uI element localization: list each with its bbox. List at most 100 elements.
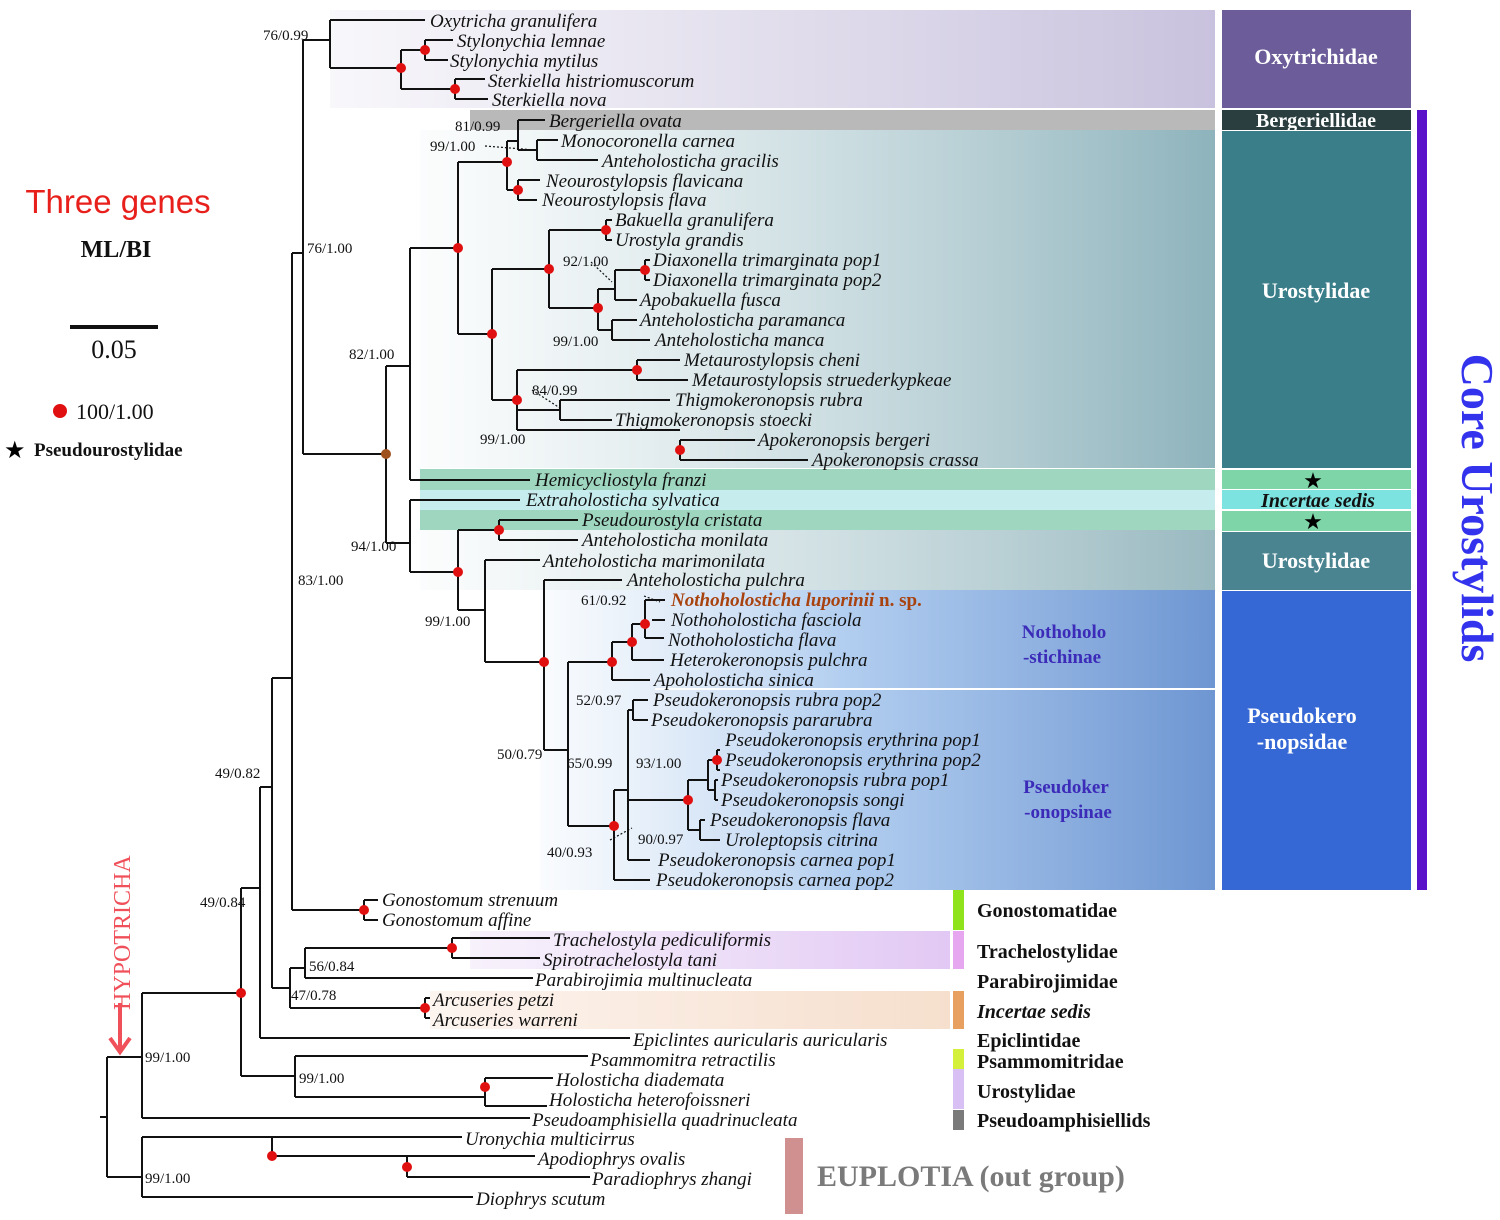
epiclintidae-label: Epiclintidae — [977, 1030, 1080, 1052]
extraholosticha-shade — [420, 490, 1215, 510]
taxon-label: Pseudokeronopsis pararubra — [650, 710, 873, 731]
taxon-label: Heterokeronopsis pulchra — [669, 650, 868, 671]
taxon-label: Apoholosticha sinica — [652, 670, 814, 691]
dot-legend-label: 100/1.00 — [76, 399, 154, 424]
star-icon: ★ — [1303, 468, 1323, 493]
taxon-label: Bakuella granulifera — [615, 210, 774, 231]
support-dot — [402, 1162, 412, 1172]
support-dots — [236, 45, 722, 1172]
star-legend-label: Pseudourostylidae — [34, 440, 183, 461]
taxon-label: Nothoholosticha luporinii n. sp. — [670, 590, 922, 611]
incertae-sedis-label: Incertae sedis — [1260, 490, 1375, 512]
support-value: 82/1.00 — [349, 347, 394, 363]
taxon-label: Parabirojimia multinucleata — [534, 970, 752, 991]
support-value: 99/1.00 — [299, 1071, 344, 1087]
support-dot — [607, 657, 617, 667]
taxon-label: Anteholosticha manca — [653, 330, 824, 351]
taxon-label: Nothoholosticha flava — [667, 630, 836, 651]
taxon-label: Pseudokeronopsis rubra pop1 — [720, 770, 949, 791]
gonostomatidae-label: Gonostomatidae — [977, 900, 1117, 922]
support-dot — [675, 445, 685, 455]
pseudourostyla-shade — [420, 510, 1215, 530]
bergeriellidae-shade — [470, 110, 1215, 130]
support-value: 50/0.79 — [497, 747, 542, 763]
hypotricha-marker: HYPOTRICHA — [108, 855, 136, 1056]
pseudoamphisiellids-label: Pseudoamphisiellids — [977, 1110, 1151, 1132]
taxon-label: Bergeriella ovata — [549, 111, 682, 132]
taxon-label: Stylonychia mytilus — [450, 51, 598, 72]
tree-branches — [100, 19, 808, 1198]
taxon-label: Anteholosticha marimonilata — [541, 551, 765, 572]
taxon-label: Pseudourostyla cristata — [581, 510, 762, 531]
support-value: 93/1.00 — [636, 756, 681, 772]
trachelostylidae-bar — [953, 931, 964, 969]
support-dot — [632, 365, 642, 375]
support-dot — [593, 303, 603, 313]
family-blocks: Oxytrichidae Bergeriellidae Urostylidae … — [1022, 10, 1500, 890]
taxon-label: Apokeronopsis crassa — [810, 450, 979, 471]
pseudokeronopsidae-shade — [540, 590, 1215, 890]
support-value: 99/1.00 — [145, 1050, 190, 1066]
taxon-label: Extraholosticha sylvatica — [525, 490, 720, 511]
support-dot — [712, 755, 722, 765]
support-value: 92/1.00 — [563, 254, 608, 270]
oxytrichidae-shade — [330, 10, 1215, 108]
taxon-label: Holosticha heterofoissneri — [548, 1090, 750, 1111]
taxon-label: Pseudokeronopsis songi — [720, 790, 904, 811]
taxon-label: Diaxonella trimarginata pop1 — [652, 250, 881, 271]
taxon-label: Pseudokeronopsis erythrina pop1 — [724, 730, 981, 751]
support-value: 99/1.00 — [430, 139, 475, 155]
support-dot — [544, 264, 554, 274]
star-icon: ★ — [4, 438, 26, 464]
support-dot — [601, 225, 611, 235]
support-dot-icon — [53, 404, 67, 418]
taxon-label: Hemicycliostyla franzi — [534, 470, 707, 491]
support-value: 40/0.93 — [547, 845, 592, 861]
incertae-sedis-lower-label: Incertae sedis — [976, 1001, 1091, 1023]
support-values: 76/0.9981/0.9999/1.0076/1.0092/1.0099/1.… — [145, 28, 684, 1187]
psammomitridae-label: Psammomitridae — [977, 1051, 1124, 1073]
support-dot — [640, 619, 650, 629]
support-dot — [447, 943, 457, 953]
support-dot — [640, 265, 650, 275]
taxon-label: Uroleptopsis citrina — [725, 830, 878, 851]
taxon-label: Anteholosticha paramanca — [638, 310, 845, 331]
urostylidae-label: Urostylidae — [1262, 278, 1371, 303]
urostylidae-shade — [420, 130, 1215, 468]
taxon-label: Thigmokeronopsis stoecki — [615, 410, 812, 431]
nothoholostichinae-label-1: Nothoholo — [1022, 622, 1106, 643]
incertae-sedis-bar — [953, 991, 964, 1029]
pseudourostylidae-star-block-1 — [1222, 470, 1411, 489]
support-value: 52/0.97 — [576, 693, 622, 709]
oxytrichidae-block — [1222, 10, 1411, 108]
taxon-label: Pseudokeronopsis flava — [709, 810, 890, 831]
taxon-label: Apobakuella fusca — [638, 290, 781, 311]
taxon-label: Anteholosticha pulchra — [625, 570, 805, 591]
legend-title: Three genes — [25, 183, 210, 220]
pseudoamphisiellids-bar — [953, 1110, 964, 1130]
hypotricha-label: HYPOTRICHA — [110, 855, 136, 1010]
pseudokeronopsidae-block — [1222, 591, 1411, 890]
support-dot — [396, 63, 406, 73]
support-dot — [513, 185, 523, 195]
support-dot — [512, 395, 522, 405]
support-dot — [502, 157, 512, 167]
taxon-label: Gonostomum strenuum — [382, 890, 558, 911]
taxon-label: Apodiophrys ovalis — [536, 1149, 685, 1170]
lower-families: Gonostomatidae Trachelostylidae Parabiro… — [785, 890, 1151, 1214]
support-dot — [683, 795, 693, 805]
support-value: 49/0.82 — [215, 766, 260, 782]
pseudokeronopsinae-label-2: -onopsinae — [1024, 802, 1112, 823]
core-urostylids-bar — [1417, 110, 1427, 890]
support-dot — [609, 821, 619, 831]
bergeriellidae-block — [1222, 110, 1411, 130]
pseudokeronopsinae-label-1: Pseudoker — [1023, 777, 1109, 798]
support-value: 94/1.00 — [351, 539, 396, 555]
taxon-label: Holosticha diademata — [555, 1070, 724, 1091]
taxon-label: Monocoronella carnea — [560, 131, 735, 152]
euplotia-label: EUPLOTIA (out group) — [817, 1160, 1125, 1193]
support-dot — [267, 1151, 277, 1161]
support-value: 99/1.00 — [425, 614, 470, 630]
